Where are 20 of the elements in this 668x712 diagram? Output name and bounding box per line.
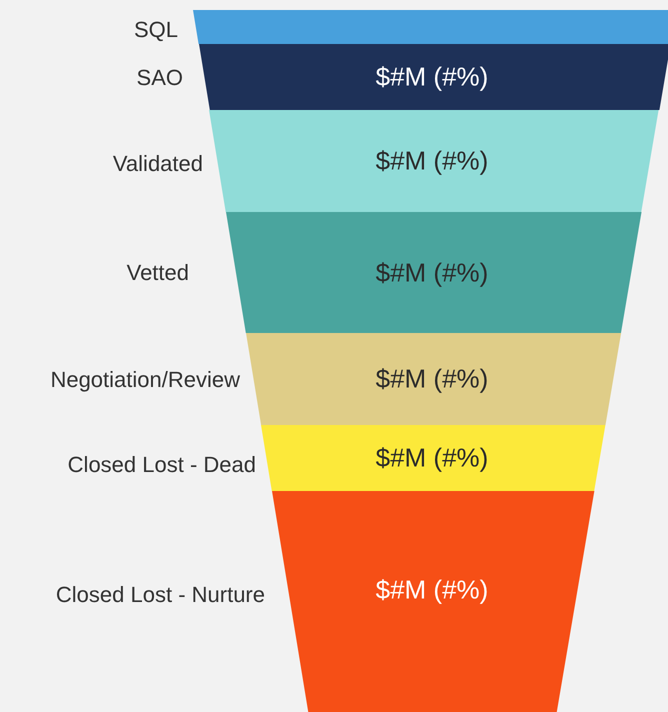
funnel-band (261, 425, 606, 491)
value-label: $#M (#%) (376, 574, 488, 606)
value-label: $#M (#%) (376, 62, 488, 92)
stage-label: Validated (112, 151, 203, 177)
stage-label: Negotiation/Review (50, 367, 240, 393)
funnel-band (246, 333, 622, 425)
value-label: $#M (#%) (376, 146, 488, 176)
stage-label: Closed Lost - Nurture (56, 582, 265, 608)
stage-label: SAO (136, 65, 183, 91)
stage-label: Closed Lost - Dead (68, 452, 256, 478)
funnel-band (272, 491, 594, 712)
funnel-band (193, 10, 668, 44)
value-label: $#M (#%) (376, 257, 488, 288)
funnel-band (198, 44, 668, 110)
funnel-band (226, 212, 642, 333)
value-label: $#M (#%) (376, 364, 488, 394)
stage-label: Vetted (126, 260, 189, 286)
funnel-band (209, 110, 659, 212)
stage-label: SQL (134, 17, 178, 43)
value-label: $#M (#%) (376, 442, 488, 474)
